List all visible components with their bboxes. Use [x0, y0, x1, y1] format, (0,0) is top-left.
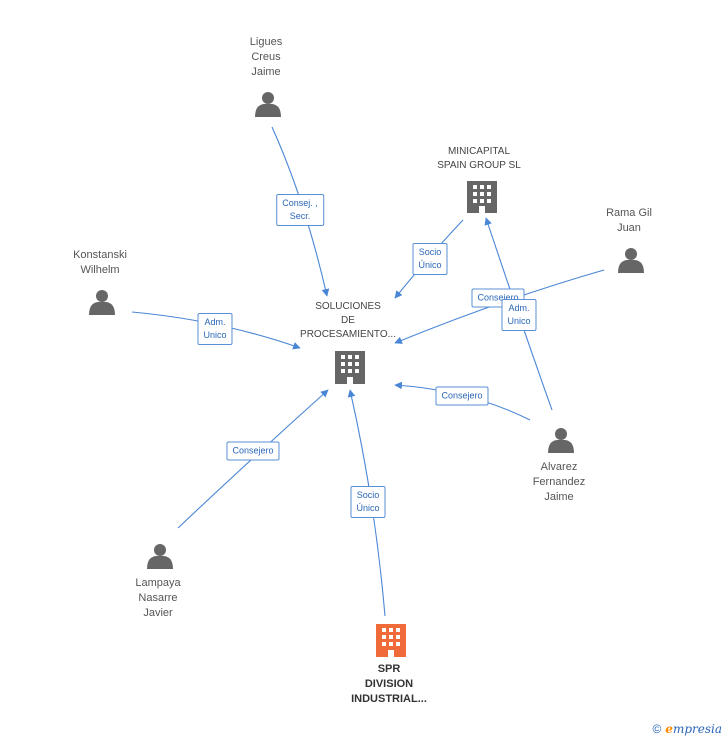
edge-label-alvarez-adm: Adm. Unico — [501, 299, 537, 331]
node-label-spr[interactable]: SPR DIVISION INDUSTRIAL... — [351, 663, 427, 705]
node-label-soluciones[interactable]: SOLUCIONES DE PROCESAMIENTO... — [300, 301, 396, 340]
node-label-rama[interactable]: Rama Gil Juan — [606, 207, 652, 234]
person-icon[interactable] — [255, 92, 281, 117]
node-label-alvarez[interactable]: Alvarez Fernandez Jaime — [532, 461, 586, 503]
footer-credit: © empresia — [652, 722, 722, 736]
person-icon[interactable] — [548, 428, 574, 453]
node-label-minicapital[interactable]: MINICAPITAL SPAIN GROUP SL — [437, 146, 521, 171]
person-icon[interactable] — [618, 248, 644, 273]
edge-label-ligues: Consej. , Secr. — [276, 194, 324, 226]
building-icon[interactable] — [467, 181, 497, 213]
copyright-symbol: © — [652, 722, 662, 736]
brand-logo[interactable]: empresia — [665, 722, 722, 736]
node-label-ligues[interactable]: Ligues Creus Jaime — [249, 36, 283, 78]
person-icon[interactable] — [147, 544, 173, 569]
brand-e: e — [665, 722, 673, 736]
edge-label-konstanski: Adm. Unico — [197, 313, 233, 345]
edge-label-spr: Socio Único — [350, 486, 386, 518]
node-label-konstanski[interactable]: Konstanski Wilhelm — [73, 249, 127, 276]
node-label-lampaya[interactable]: Lampaya Nasarre Javier — [135, 577, 181, 619]
edge-label-lampaya: Consejero — [226, 441, 280, 461]
person-icon[interactable] — [89, 290, 115, 315]
edge-label-minicapital: Socio Único — [412, 243, 448, 275]
edge-label-alvarez-cons: Consejero — [435, 386, 489, 406]
building-icon-focus[interactable] — [376, 624, 406, 657]
building-icon[interactable] — [335, 351, 365, 384]
brand-rest: mpresia — [672, 722, 722, 736]
